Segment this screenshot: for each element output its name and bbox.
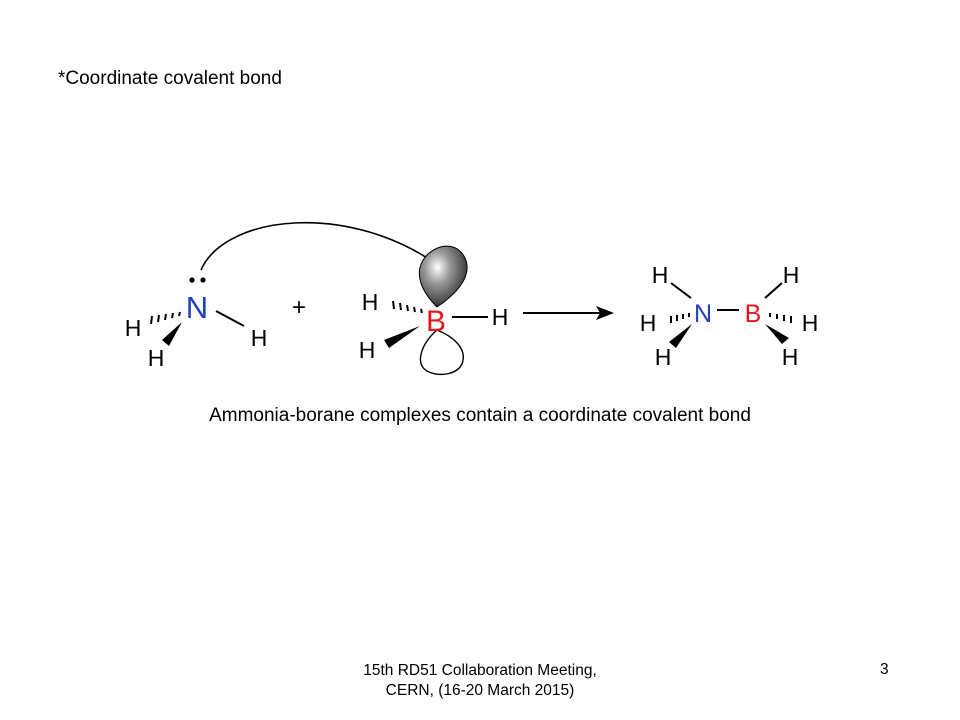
wedge-bond (669, 324, 692, 348)
page-number: 3 (880, 661, 889, 678)
plus-sign: + (292, 294, 306, 321)
atom-hydrogen: H (652, 262, 669, 288)
atom-hydrogen: H (802, 310, 819, 336)
atom-boron: B (426, 305, 446, 338)
footer-line-2: CERN, (16-20 March 2015) (385, 682, 575, 699)
atom-hydrogen: H (782, 344, 799, 370)
reaction-arrow (523, 306, 614, 320)
slide-title: *Coordinate covalent bond (58, 68, 282, 89)
atom-hydrogen: H (783, 262, 800, 288)
single-bond (764, 282, 783, 299)
p-orbital-lower-lobe (419, 329, 464, 376)
lone-pair-dot (200, 277, 206, 283)
diagram-caption: Ammonia-borane complexes contain a coord… (209, 405, 751, 426)
atom-hydrogen: H (359, 337, 376, 363)
slide-footer: 15th RD51 Collaboration Meeting, CERN, (… (290, 661, 670, 701)
single-bond (215, 310, 245, 327)
hashed-bond (150, 311, 181, 325)
ammonia-molecule: N H H H (125, 277, 268, 371)
electron-pair-arrow (200, 221, 444, 271)
atom-hydrogen: H (492, 304, 509, 330)
atom-hydrogen: H (655, 344, 672, 370)
atom-hydrogen: H (640, 310, 657, 336)
single-bond (670, 282, 692, 299)
hashed-bond (392, 300, 423, 314)
hashed-bond (769, 313, 792, 323)
wedge-bond (162, 322, 182, 346)
wedge-bond (765, 324, 789, 344)
atom-boron: B (745, 300, 762, 328)
lone-pair-dot (189, 277, 195, 283)
atom-nitrogen: N (694, 300, 712, 328)
atom-hydrogen: H (148, 345, 165, 371)
atom-hydrogen: H (362, 289, 379, 315)
ammonia-borane-product: N B H H H H H (640, 262, 819, 370)
footer-line-1: 15th RD51 Collaboration Meeting, (363, 662, 597, 679)
hashed-bond (670, 313, 690, 323)
atom-hydrogen: H (251, 325, 268, 351)
atom-hydrogen: H (125, 315, 142, 341)
p-orbital-upper-lobe (418, 245, 468, 308)
borane-molecule: B H H H (359, 245, 509, 376)
atom-nitrogen: N (186, 290, 208, 325)
wedge-bond (384, 326, 420, 348)
